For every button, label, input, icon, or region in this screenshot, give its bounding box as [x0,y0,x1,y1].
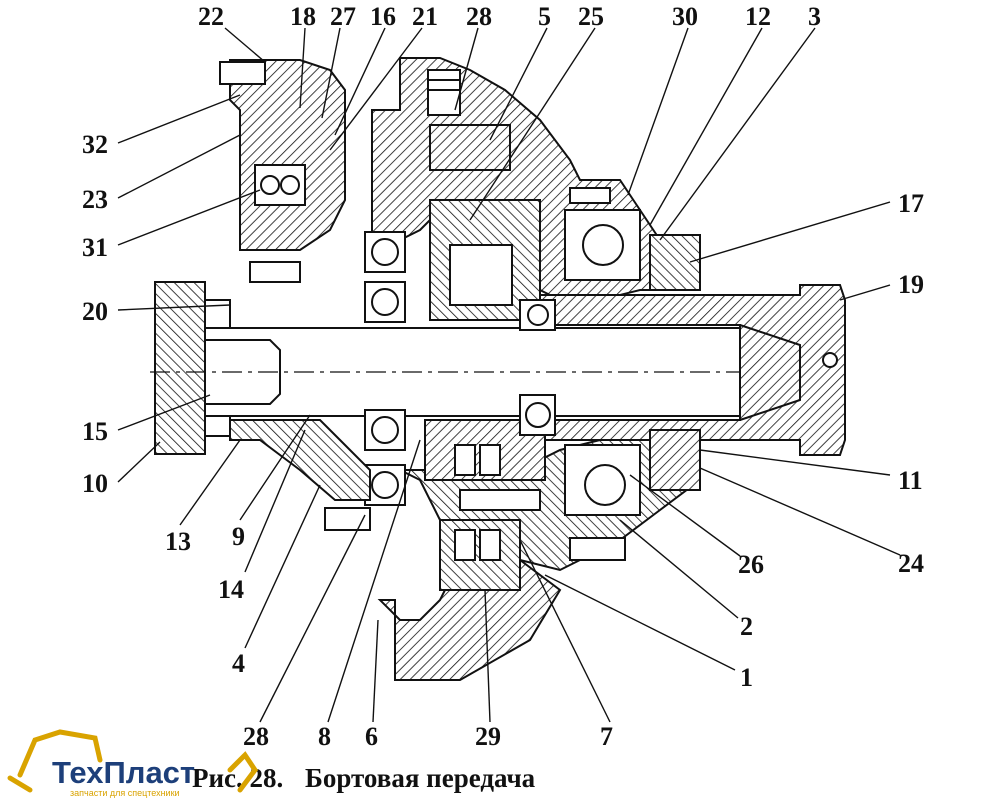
excavator-icon [7,729,259,793]
callout-18: 18 [290,2,316,31]
figure-caption: Рис. 28. Бортовая передача [192,763,536,793]
callout-31: 31 [82,233,108,262]
callout-13: 13 [165,527,191,556]
callout-29: 29 [475,722,501,751]
caption-prefix: Рис. 28. [192,763,283,793]
callout-14: 14 [218,575,244,604]
callout-1: 1 [740,663,753,692]
callout-27: 27 [330,2,356,31]
inner-bore [205,339,281,405]
watermark-logo: ТехПласт запчасти для спецтехники [7,729,259,798]
callout-20: 20 [82,297,108,326]
callout-7: 7 [600,722,613,751]
callout-22: 22 [198,2,224,31]
callouts: 22 18 27 16 21 28 5 25 30 12 3 32 23 31 … [82,2,924,751]
needle-rollers [454,444,501,561]
mechanism [150,57,846,681]
ring-gear [429,124,511,171]
callout-32: 32 [82,130,108,159]
callout-23: 23 [82,185,108,214]
bolts [219,61,626,561]
callout-16: 16 [370,2,396,31]
callout-11: 11 [898,466,923,495]
callout-21: 21 [412,2,438,31]
callout-6: 6 [365,722,378,751]
input-flange [154,281,206,455]
caption-title: Бортовая передача [305,763,536,793]
callout-5: 5 [538,2,551,31]
callout-3: 3 [808,2,821,31]
callout-30: 30 [672,2,698,31]
callout-17: 17 [898,189,924,218]
output-hub [539,284,846,456]
callout-25: 25 [578,2,604,31]
callout-12: 12 [745,2,771,31]
callout-9: 9 [232,522,245,551]
seal-housing [649,429,701,491]
logo-wordmark: ТехПласт [52,755,195,790]
callout-4: 4 [232,649,245,678]
callout-26: 26 [738,550,764,579]
callout-8: 8 [318,722,331,751]
callout-24: 24 [898,549,924,578]
callout-19: 19 [898,270,924,299]
logo-tagline: запчасти для спецтехники [70,788,180,798]
callout-28-bottom: 28 [243,722,269,751]
callout-2: 2 [740,612,753,641]
small-housing [229,419,371,501]
leader-lines [117,27,901,723]
callout-28-top: 28 [466,2,492,31]
callout-10: 10 [82,469,108,498]
callout-15: 15 [82,417,108,446]
bearings [254,164,641,516]
seal-housing-top [649,234,701,291]
